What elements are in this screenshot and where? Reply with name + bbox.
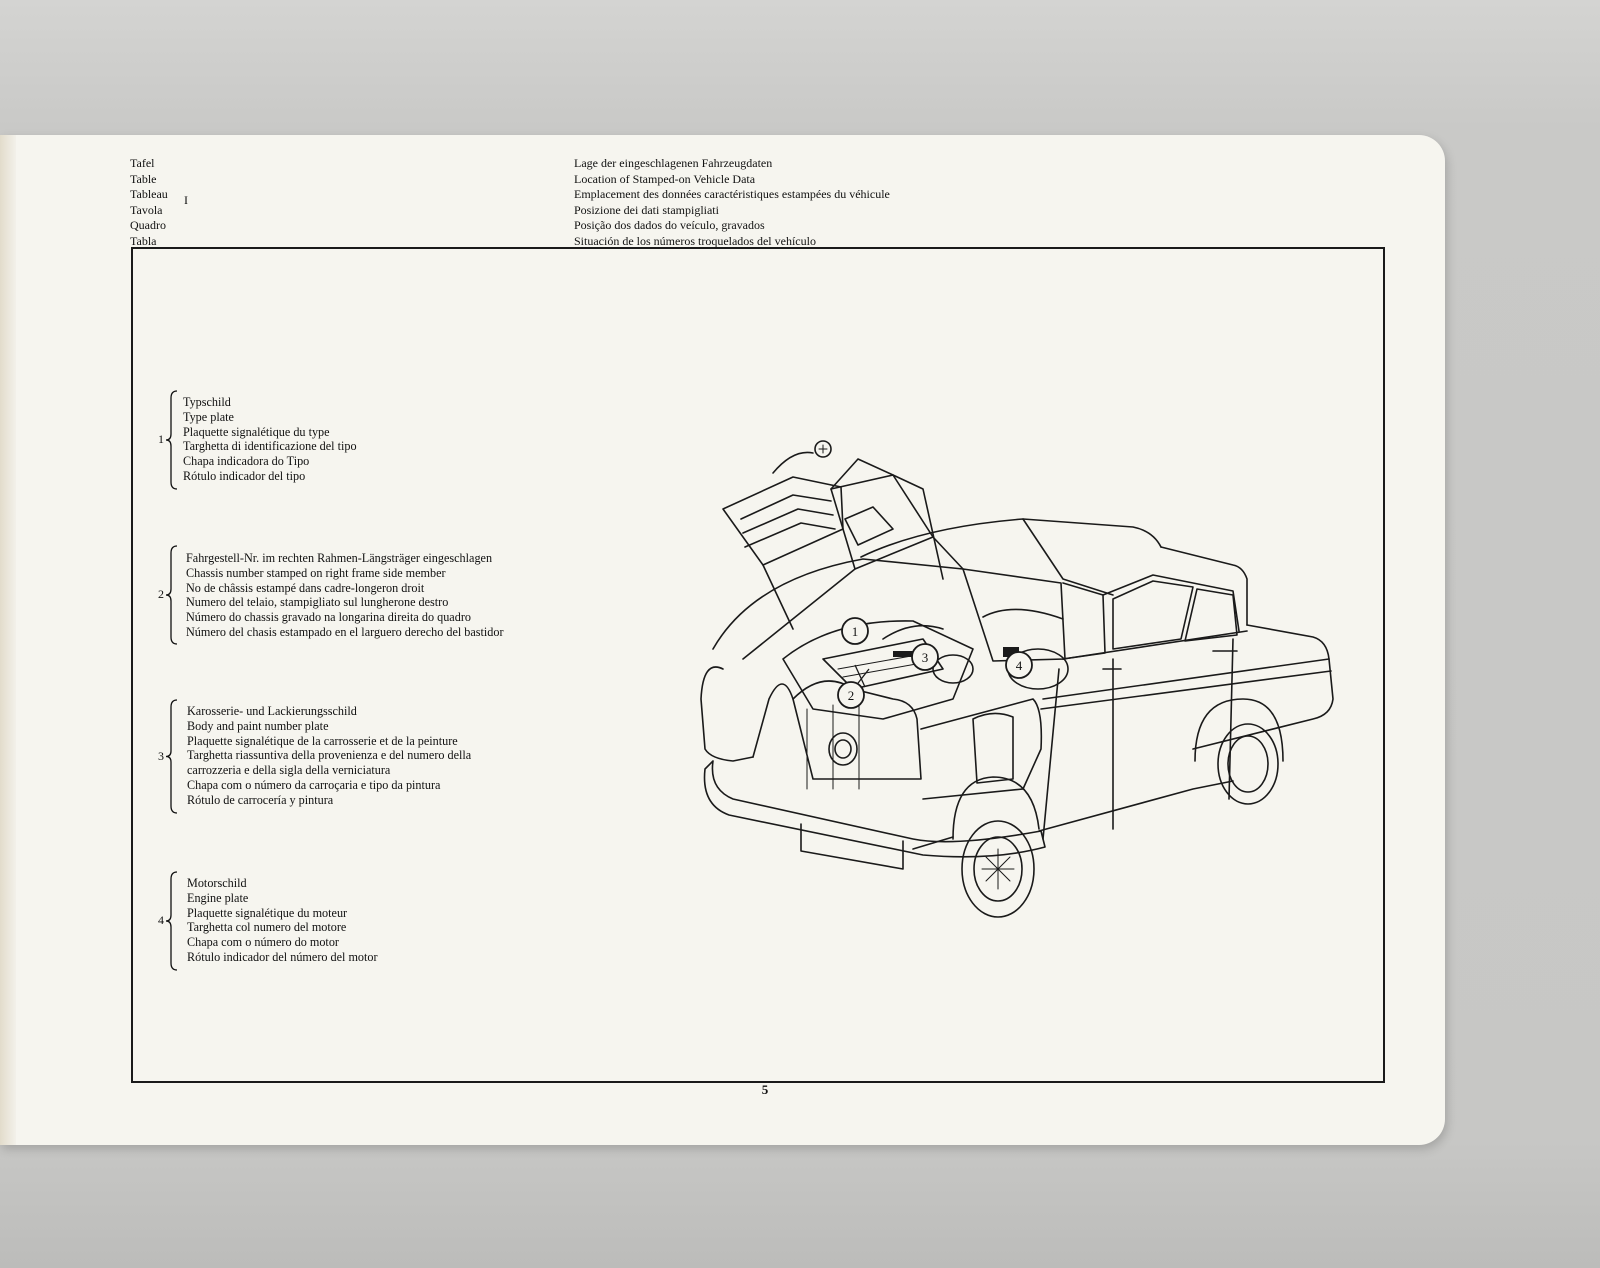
legend-line: Type plate	[183, 409, 234, 424]
legend-line: Targhetta di identificazione del tipo	[183, 439, 357, 454]
legend-line: Targhetta riassuntiva della provenienza …	[187, 748, 472, 763]
rear-wheel	[1217, 723, 1279, 805]
legend-block-4: Motorschild Engine plate Plaquette signa…	[187, 876, 378, 965]
right-headlight	[972, 712, 1014, 784]
legend-line: Plaquette signalétique du type	[183, 424, 330, 439]
brace-icon	[165, 699, 178, 814]
legend-line: Chapa com o número da carroçaria e tipo …	[187, 777, 441, 792]
legend-line: Rótulo indicador del tipo	[183, 468, 306, 483]
page-spine-edge	[0, 135, 16, 1145]
legend-line: Chapa indicadora do Tipo	[183, 454, 310, 469]
legend-line: Rótulo indicador del número del motor	[187, 949, 378, 964]
legend-line: Targhetta col numero del motore	[187, 920, 347, 935]
callout-1: 1	[841, 617, 869, 688]
legend-line: Número del chasis estampado en el largue…	[186, 624, 504, 639]
legend-line: Karosserie- und Lackierungsschild	[187, 704, 357, 718]
legend-number-1: 1	[158, 432, 164, 446]
table-label: Quadro	[130, 218, 166, 233]
front-wheel	[961, 820, 1035, 918]
table-title: Posição dos dados do veículo, gravados	[574, 218, 765, 233]
legend-line: carrozzeria e della sigla della vernicia…	[187, 763, 391, 778]
legend-line: Motorschild	[187, 876, 247, 890]
table-label: Tableau	[130, 187, 168, 202]
table-title: Posizione dei dati stampigliati	[574, 202, 719, 217]
bonnet-panel	[722, 476, 844, 566]
table-label: Tafel	[130, 156, 155, 170]
rear-window-outline	[1112, 580, 1194, 650]
brace-icon	[165, 545, 178, 645]
brace-icon	[165, 390, 178, 490]
table-title: Emplacement des données caractéristiques…	[574, 187, 890, 202]
engine-outline	[782, 620, 974, 720]
legend-line: Rótulo de carrocería y pintura	[187, 792, 334, 807]
legend-line: Plaquette signalétique de la carrosserie…	[187, 733, 458, 748]
table-title: Situación de los números troquelados del…	[574, 233, 816, 248]
legend-number-2: 2	[158, 587, 164, 601]
engine-bay-edge	[712, 558, 964, 650]
callout-2: 2	[837, 668, 870, 709]
legend-line: Plaquette signalétique du moteur	[187, 905, 348, 920]
legend-number-3: 3	[158, 749, 164, 763]
callout-label-3: 3	[922, 650, 929, 665]
callout-label-4: 4	[1016, 658, 1023, 673]
legend-number-4: 4	[158, 913, 164, 927]
brace-icon	[165, 871, 178, 971]
legend-line: Body and paint number plate	[187, 718, 329, 733]
legend-line: Engine plate	[187, 890, 249, 905]
legend-block-1: Typschild Type plate Plaquette signaléti…	[183, 395, 357, 484]
legend-block-3: Karosserie- und Lackierungsschild Body a…	[187, 704, 471, 808]
page-number: 5	[761, 1082, 769, 1097]
callout-4: 4	[1003, 647, 1033, 679]
legend-line: Numero del telaio, stampigliato sul lung…	[186, 595, 449, 610]
table-labels: Tafel Table Tableau Tavola Quadro Tabla	[130, 156, 168, 250]
legend-line: Fahrgestell-Nr. im rechten Rahmen-Längst…	[186, 551, 493, 565]
manual-page: Tafel Table Tableau Tavola Quadro Tabla …	[0, 135, 1445, 1145]
table-label: Table	[130, 171, 157, 186]
table-label: Tabla	[130, 233, 157, 248]
legend-line: Número do chassis gravado na longarina d…	[186, 610, 471, 625]
table-label: Tavola	[130, 202, 163, 217]
callout-3: 3	[893, 643, 939, 671]
rear-body	[1192, 624, 1334, 750]
table-title: Location of Stamped-on Vehicle Data	[574, 171, 756, 186]
legend-line: No de châssis estampé dans cadre-longero…	[186, 580, 425, 595]
left-headlight	[700, 666, 754, 762]
legend-line: Chapa com o número do motor	[187, 935, 339, 950]
table-number: I	[184, 193, 188, 207]
table-titles: Lage der eingeschlagenen Fahrzeugdaten L…	[574, 156, 890, 250]
legend-block-2: Fahrgestell-Nr. im rechten Rahmen-Längst…	[186, 551, 504, 640]
figure-frame: 1 Typschild Type plate Plaquette signalé…	[131, 247, 1385, 1083]
table-title: Lage der eingeschlagenen Fahrzeugdaten	[574, 156, 773, 170]
grille-area	[792, 680, 922, 780]
car-illustration: 1 2 3 4	[700, 440, 1334, 918]
legend-line: Chassis number stamped on right frame si…	[186, 565, 446, 580]
legend-line: Typschild	[183, 395, 231, 409]
front-bumper	[703, 760, 1046, 858]
callout-markers: 1 2 3 4	[837, 617, 1033, 709]
callout-label-1: 1	[852, 624, 859, 639]
callout-label-2: 2	[848, 688, 855, 703]
roof-line	[860, 518, 1162, 558]
